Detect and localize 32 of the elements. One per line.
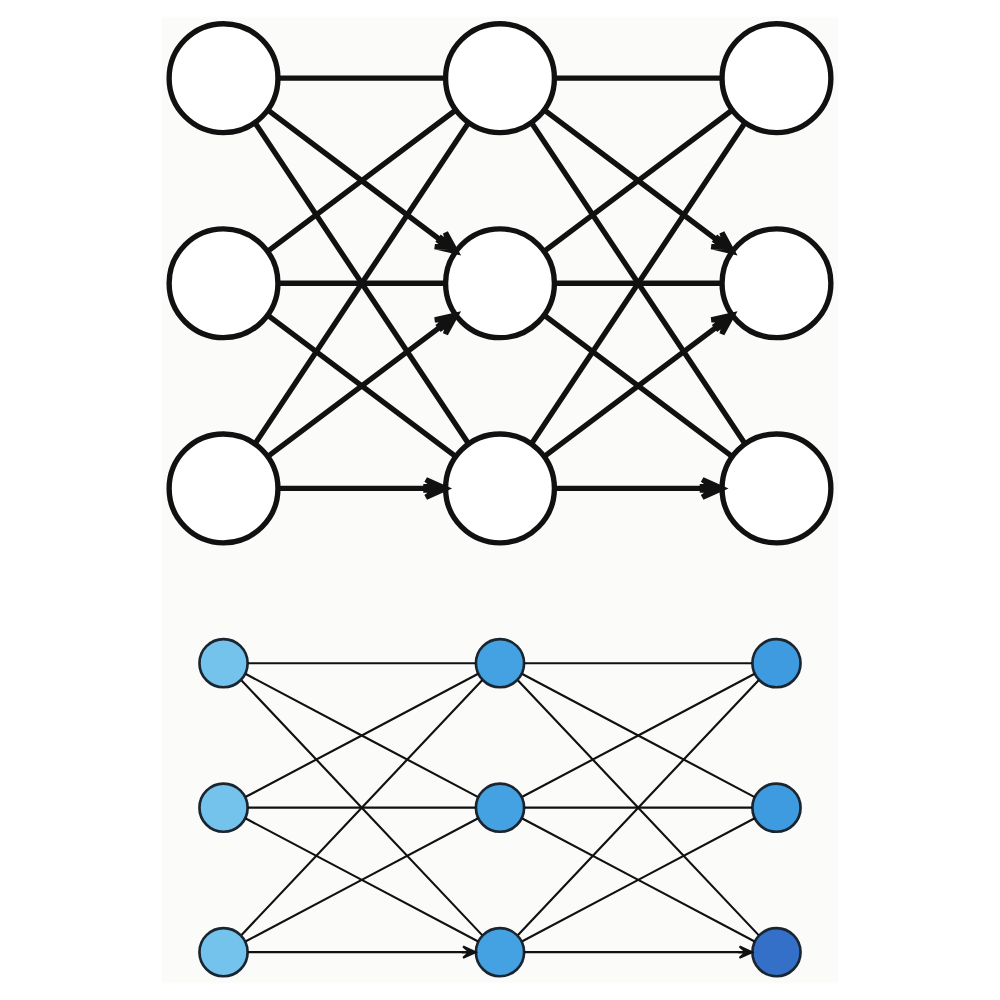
connector	[555, 75, 722, 81]
arrow	[278, 476, 449, 500]
node-circle	[442, 431, 558, 546]
node-circle	[198, 926, 249, 978]
node-circle	[442, 21, 558, 136]
node-circle	[166, 431, 281, 546]
node-circle	[442, 226, 558, 341]
arrow	[247, 945, 477, 959]
node-circle	[474, 782, 526, 834]
connector	[245, 817, 479, 943]
connector	[278, 75, 446, 81]
node-circle	[719, 21, 834, 136]
connector	[247, 806, 476, 809]
node-circle	[474, 637, 526, 689]
connector	[278, 280, 446, 286]
arrow	[524, 945, 754, 959]
connector	[555, 280, 722, 286]
node-circle	[198, 782, 249, 834]
connector	[524, 806, 753, 809]
node-circle	[751, 637, 802, 689]
connector	[247, 662, 476, 665]
arrow	[555, 476, 725, 500]
node-circle	[166, 226, 281, 341]
node-circle	[198, 637, 249, 689]
node-circle	[751, 926, 802, 978]
node-circle	[719, 431, 834, 546]
connector	[521, 817, 756, 943]
connector	[524, 662, 753, 665]
node-circle	[751, 782, 802, 834]
node-circle	[719, 226, 834, 341]
node-circle	[474, 926, 526, 978]
node-circle	[166, 21, 281, 136]
